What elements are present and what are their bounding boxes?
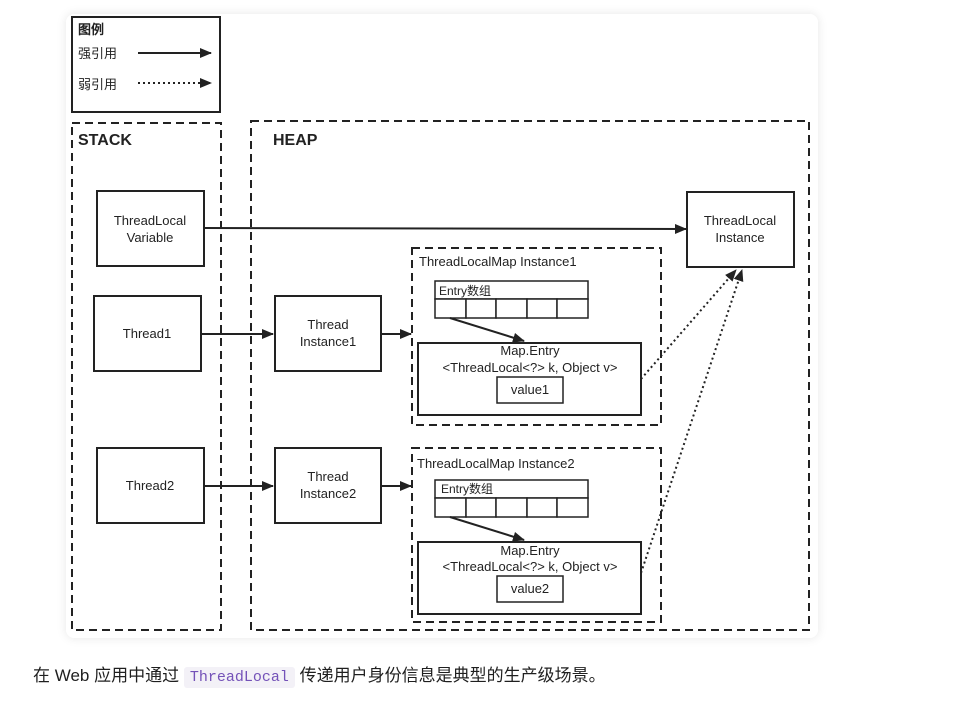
map2-entry-title: Map.Entry <box>500 543 560 558</box>
map2-map-entry: Map.Entry <ThreadLocal<?> k, Object v> v… <box>417 541 642 615</box>
threadlocalmap-instance1: ThreadLocalMap Instance1 Entry数组 Map.Ent… <box>411 247 662 426</box>
thread-instance2-line1: Thread <box>307 469 348 484</box>
map2-entry-slot <box>434 497 467 518</box>
thread-instance1-line1: Thread <box>307 317 348 332</box>
map1-value: value1 <box>511 382 549 397</box>
caption-inline-code: ThreadLocal <box>183 667 295 688</box>
map2-entry-slot <box>556 497 589 518</box>
map1-entry-slot <box>526 298 558 319</box>
stack-label: STACK <box>78 132 132 149</box>
stack-border <box>71 122 222 631</box>
arrow-array2-to-entry2 <box>449 516 525 542</box>
map2-border <box>411 447 662 623</box>
weak-arrow-entry1-to-threadlocal <box>640 269 737 380</box>
legend-title: 图例 <box>78 22 104 37</box>
thread1-node: Thread1 <box>93 295 202 372</box>
map2-value: value2 <box>511 581 549 596</box>
threadlocal-variable-node: ThreadLocal Variable <box>96 190 205 267</box>
map1-entry-slot <box>465 298 497 319</box>
thread-instance2-node: Thread Instance2 <box>274 447 382 524</box>
threadlocal-diagram: 图例 强引用 弱引用 STACK HEAP ThreadLocal Variab… <box>71 16 810 631</box>
map2-entry-array: Entry数组 <box>434 479 589 518</box>
thread1-label: Thread1 <box>123 326 171 341</box>
map2-entry-array-label: Entry数组 <box>441 481 493 496</box>
thread-instance2-line2: Instance2 <box>300 486 356 501</box>
thread2-label: Thread2 <box>126 478 174 493</box>
map1-title: ThreadLocalMap Instance1 <box>419 254 577 269</box>
map2-entry-signature: <ThreadLocal<?> k, Object v> <box>443 559 618 574</box>
legend-box <box>71 16 221 113</box>
map2-title: ThreadLocalMap Instance2 <box>417 456 575 471</box>
strong-reference-arrows <box>201 223 687 542</box>
map1-value-box <box>496 376 564 404</box>
map2-entry-slot <box>495 497 528 518</box>
map1-entry-slot <box>495 298 528 319</box>
threadlocal-instance-line1: ThreadLocal <box>704 213 776 228</box>
threadlocal-instance-line2: Instance <box>715 230 764 245</box>
thread-instance1-line2: Instance1 <box>300 334 356 349</box>
map2-entry-slot <box>465 497 497 518</box>
threadlocal-instance-node: ThreadLocal Instance <box>686 191 795 268</box>
threadlocal-variable-line1: ThreadLocal <box>114 213 186 228</box>
heap-region: HEAP <box>250 120 810 631</box>
arrow-array1-to-entry1 <box>449 317 525 343</box>
heap-label: HEAP <box>273 132 318 149</box>
map1-entry-signature: <ThreadLocal<?> k, Object v> <box>443 360 618 375</box>
legend-strong-label: 强引用 <box>78 46 117 61</box>
thread-instance1-node: Thread Instance1 <box>274 295 382 372</box>
weak-arrow-entry2-to-threadlocal <box>640 269 744 574</box>
legend: 图例 强引用 弱引用 <box>71 16 221 113</box>
stack-region: STACK <box>71 122 222 631</box>
caption-text-after: 传递用户身份信息是典型的生产级场景。 <box>299 666 606 685</box>
map1-entry-title: Map.Entry <box>500 343 560 358</box>
map1-map-entry: Map.Entry <ThreadLocal<?> k, Object v> v… <box>417 342 642 416</box>
map1-entry-array: Entry数组 <box>434 280 589 319</box>
map1-entry-array-label: Entry数组 <box>439 283 491 298</box>
legend-weak-label: 弱引用 <box>78 77 117 92</box>
weak-reference-arrows <box>640 269 744 574</box>
threadlocal-variable-line2: Variable <box>127 230 174 245</box>
map1-border <box>411 247 662 426</box>
arrow-variable-to-instance <box>203 223 687 234</box>
map1-entry-slot <box>434 298 467 319</box>
map2-value-box <box>496 575 564 603</box>
heap-border <box>250 120 810 631</box>
caption: 在 Web 应用中通过 ThreadLocal 传递用户身份信息是典型的生产级场… <box>33 661 606 688</box>
thread2-node: Thread2 <box>96 447 205 524</box>
caption-text-before: 在 Web 应用中通过 <box>33 666 180 685</box>
map2-entry-slot <box>526 497 558 518</box>
map1-entry-slot <box>556 298 589 319</box>
threadlocalmap-instance2: ThreadLocalMap Instance2 Entry数组 Map.Ent… <box>411 447 662 623</box>
